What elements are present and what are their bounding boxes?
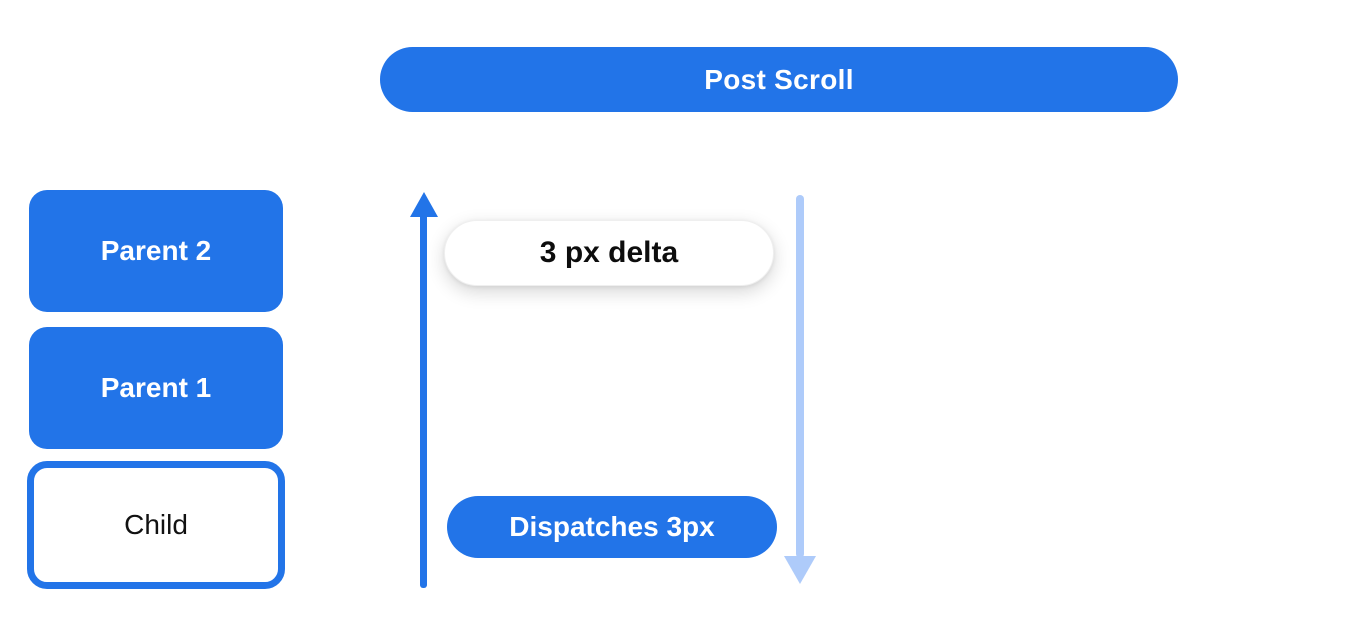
arrow-up-shaft bbox=[420, 212, 427, 588]
node-parent-1: Parent 1 bbox=[29, 327, 283, 449]
node-parent-2: Parent 2 bbox=[29, 190, 283, 312]
node-parent-2-label: Parent 2 bbox=[100, 235, 212, 266]
dispatch-badge: Dispatches 3px bbox=[447, 496, 777, 558]
dispatch-badge-label: Dispatches 3px bbox=[509, 511, 715, 542]
arrow-down-head bbox=[784, 556, 816, 584]
node-child-label: Child bbox=[124, 509, 188, 540]
post-scroll-label: Post Scroll bbox=[704, 63, 854, 95]
delta-badge-label: 3 px delta bbox=[539, 236, 679, 269]
arrow-down-shaft bbox=[796, 195, 804, 558]
post-scroll-pill: Post Scroll bbox=[380, 47, 1178, 112]
node-parent-1-label: Parent 1 bbox=[100, 372, 212, 403]
node-child: Child bbox=[27, 461, 285, 589]
delta-badge: 3 px delta bbox=[444, 220, 774, 286]
